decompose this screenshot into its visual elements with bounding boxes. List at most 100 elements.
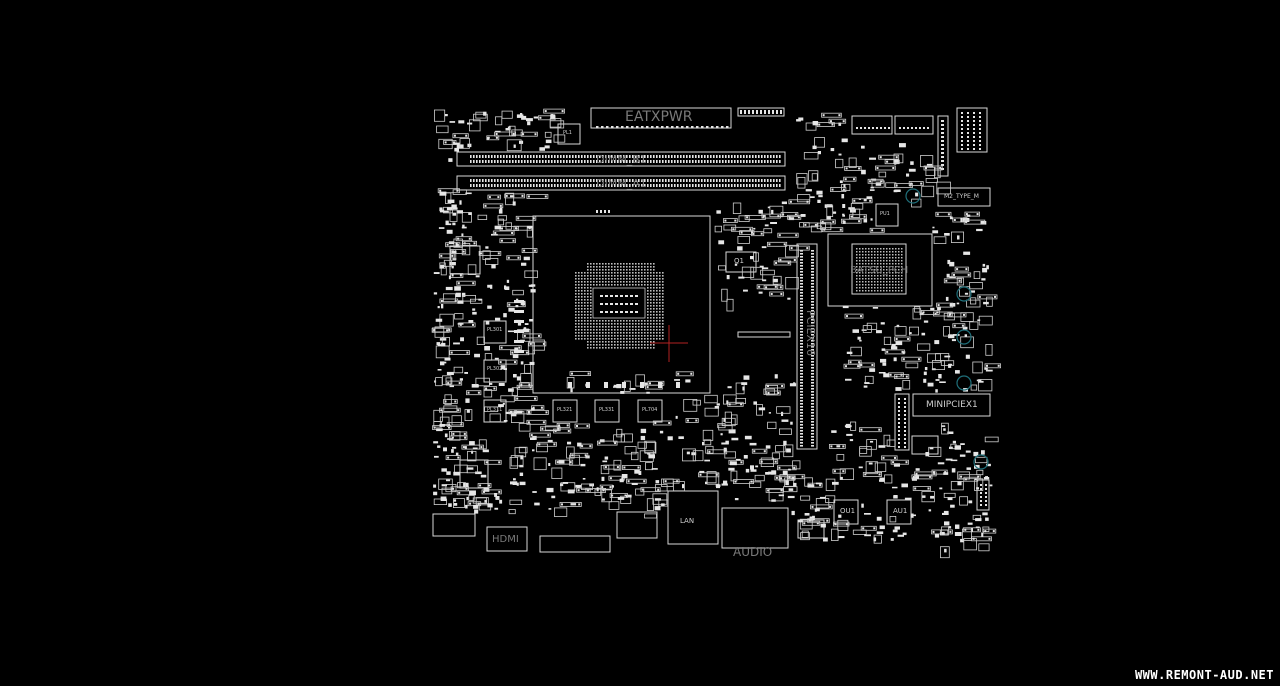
small-component[interactable] <box>772 275 782 285</box>
small-component[interactable] <box>769 291 784 297</box>
small-component[interactable] <box>986 296 993 307</box>
pl321-choke[interactable] <box>552 399 578 423</box>
small-component[interactable] <box>859 447 868 454</box>
small-component[interactable] <box>962 527 981 533</box>
pcie-small-slot[interactable] <box>737 331 791 338</box>
small-component[interactable] <box>969 282 983 290</box>
small-component[interactable] <box>438 253 455 259</box>
super-io[interactable] <box>459 459 489 489</box>
small-component[interactable] <box>477 214 488 220</box>
small-component[interactable] <box>947 312 967 318</box>
small-component[interactable] <box>494 131 517 137</box>
small-component[interactable] <box>830 187 847 193</box>
small-component[interactable] <box>908 181 924 187</box>
small-component[interactable] <box>848 157 857 169</box>
small-component[interactable] <box>597 440 618 446</box>
small-component[interactable] <box>484 353 493 361</box>
header-c[interactable] <box>937 115 949 177</box>
small-component[interactable] <box>776 406 791 414</box>
small-component[interactable] <box>741 266 755 278</box>
chip-right[interactable] <box>911 435 939 455</box>
small-component[interactable] <box>724 411 732 423</box>
small-component[interactable] <box>528 341 547 347</box>
small-component[interactable] <box>431 327 452 333</box>
small-component[interactable] <box>526 419 547 425</box>
small-component[interactable] <box>805 122 817 131</box>
small-component[interactable] <box>464 409 473 422</box>
small-component[interactable] <box>978 379 993 392</box>
small-component[interactable] <box>890 459 909 465</box>
small-component[interactable] <box>439 407 461 413</box>
small-component[interactable] <box>759 459 779 465</box>
small-component[interactable] <box>878 171 887 178</box>
small-component[interactable] <box>483 203 504 209</box>
small-component[interactable] <box>801 530 809 538</box>
small-component[interactable] <box>956 277 965 286</box>
small-component[interactable] <box>442 375 452 386</box>
small-component[interactable] <box>799 518 813 530</box>
small-component[interactable] <box>789 245 810 251</box>
small-component[interactable] <box>800 532 810 541</box>
small-component[interactable] <box>505 192 515 206</box>
small-component[interactable] <box>751 231 765 237</box>
small-component[interactable] <box>779 428 792 435</box>
small-component[interactable] <box>815 498 830 509</box>
small-component[interactable] <box>733 479 755 485</box>
small-component[interactable] <box>950 481 964 491</box>
small-component[interactable] <box>941 526 949 536</box>
small-component[interactable] <box>645 462 653 471</box>
small-component[interactable] <box>613 459 622 471</box>
via-marker[interactable] <box>973 454 989 470</box>
small-component[interactable] <box>912 486 931 491</box>
small-component[interactable] <box>475 497 489 506</box>
small-component[interactable] <box>445 377 453 385</box>
small-component[interactable] <box>433 498 448 505</box>
via-marker[interactable] <box>956 286 972 302</box>
small-component[interactable] <box>442 293 456 303</box>
small-component[interactable] <box>917 343 931 351</box>
small-component[interactable] <box>559 501 582 507</box>
small-component[interactable] <box>510 455 524 467</box>
small-component[interactable] <box>574 423 590 429</box>
small-component[interactable] <box>886 439 896 447</box>
small-component[interactable] <box>526 409 549 415</box>
small-component[interactable] <box>457 482 466 489</box>
small-component[interactable] <box>581 483 594 490</box>
small-component[interactable] <box>495 116 503 126</box>
small-component[interactable] <box>925 177 938 183</box>
small-component[interactable] <box>874 462 887 472</box>
small-component[interactable] <box>544 131 552 138</box>
small-component[interactable] <box>803 222 819 228</box>
small-component[interactable] <box>933 236 947 245</box>
small-component[interactable] <box>505 222 512 230</box>
small-component[interactable] <box>875 165 896 171</box>
small-component[interactable] <box>943 278 962 284</box>
small-component[interactable] <box>799 222 810 228</box>
small-component[interactable] <box>921 491 935 503</box>
small-component[interactable] <box>486 135 500 141</box>
small-component[interactable] <box>468 494 475 501</box>
small-component[interactable] <box>826 205 834 217</box>
small-component[interactable] <box>454 464 468 474</box>
header-a[interactable] <box>851 115 893 135</box>
small-component[interactable] <box>894 326 907 336</box>
small-component[interactable] <box>884 159 900 165</box>
small-component[interactable] <box>767 241 788 247</box>
small-component[interactable] <box>704 394 718 404</box>
small-component[interactable] <box>825 495 836 503</box>
small-component[interactable] <box>723 394 737 405</box>
small-component[interactable] <box>894 374 910 380</box>
small-component[interactable] <box>810 504 833 510</box>
small-component[interactable] <box>836 454 845 461</box>
au1-chip[interactable] <box>886 499 912 525</box>
small-component[interactable] <box>718 265 726 271</box>
small-component[interactable] <box>499 238 516 244</box>
small-component[interactable] <box>787 474 806 480</box>
small-component[interactable] <box>884 349 905 355</box>
small-component[interactable] <box>884 474 893 484</box>
vga-connector[interactable] <box>432 513 476 537</box>
small-component[interactable] <box>526 194 549 199</box>
small-component[interactable] <box>978 315 993 326</box>
small-component[interactable] <box>816 222 827 230</box>
